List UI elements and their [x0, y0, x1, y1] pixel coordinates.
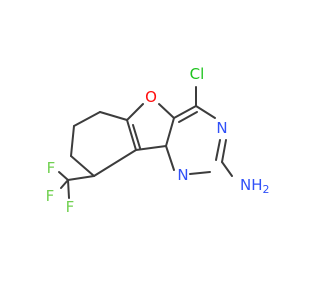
bonds — [58, 86, 233, 199]
bond — [70, 125, 75, 157]
bond — [215, 139, 221, 161]
bond — [70, 155, 95, 177]
bond — [132, 124, 141, 149]
nitrogen-top-label: N — [216, 119, 227, 137]
chlorine-label: Cl — [190, 65, 205, 83]
structure-diagram: O Cl N N NH2 F F F — [46, 65, 270, 216]
amine-subscript: 2 — [263, 183, 270, 196]
bond — [135, 145, 167, 151]
fluorine-3-label: F — [66, 198, 75, 216]
bond — [165, 145, 175, 171]
bond — [93, 149, 137, 177]
bond — [67, 175, 95, 181]
bond — [221, 161, 233, 177]
bond — [165, 117, 175, 147]
bond — [173, 105, 197, 119]
bond — [67, 179, 70, 199]
atom-labels: O Cl N N NH2 F F F — [46, 65, 270, 216]
oxygen-label: O — [145, 88, 157, 106]
bond — [189, 171, 211, 175]
bond — [158, 103, 175, 119]
bond — [73, 111, 101, 127]
amine-symbol: NH — [240, 176, 263, 194]
bond — [221, 139, 227, 163]
bond — [178, 111, 198, 123]
bond — [60, 179, 69, 189]
amine-label: NH2 — [240, 176, 270, 196]
bond — [99, 111, 128, 121]
nitrogen-bottom-label: N — [177, 166, 188, 184]
fluorine-1-label: F — [47, 159, 56, 177]
bond — [126, 103, 144, 121]
bond — [58, 171, 69, 181]
fluorine-2-label: F — [46, 187, 55, 205]
bond — [195, 105, 216, 119]
bond — [126, 119, 137, 151]
